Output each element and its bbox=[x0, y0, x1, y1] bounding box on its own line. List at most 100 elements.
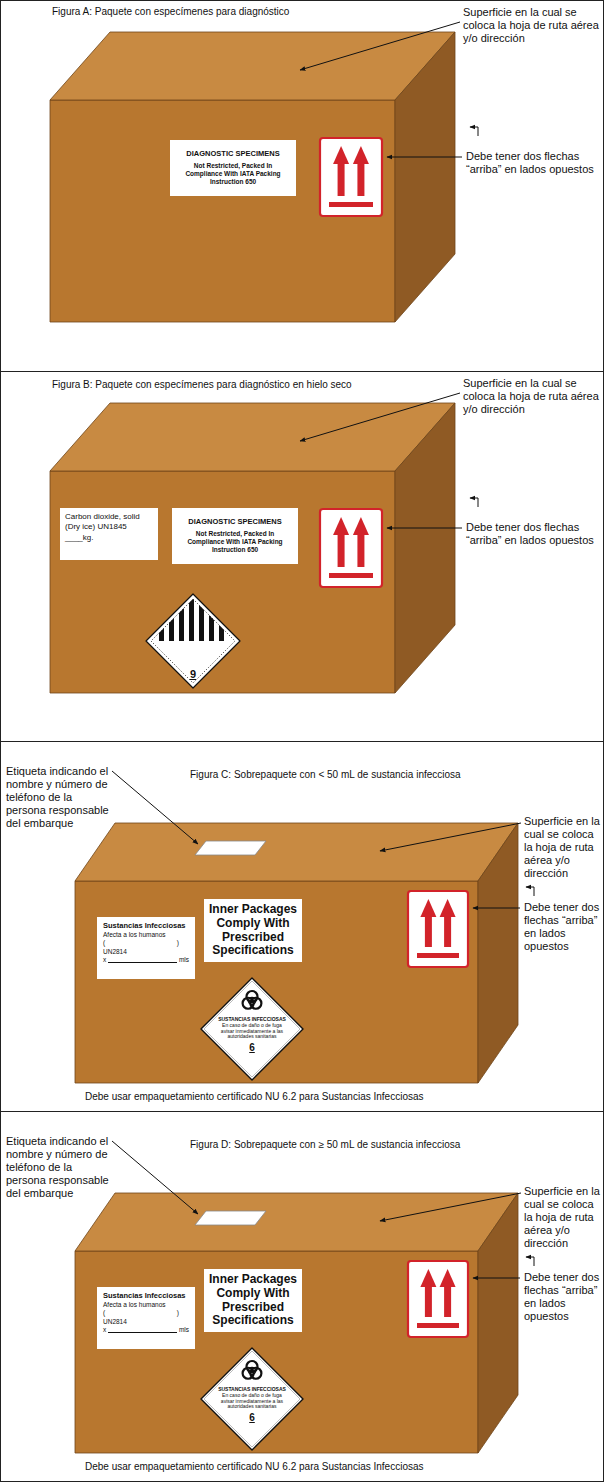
biohazard-center bbox=[249, 1368, 256, 1375]
package-front bbox=[75, 881, 478, 1083]
arrow-head bbox=[353, 146, 369, 164]
label-row: UN2814 bbox=[103, 948, 189, 956]
this-way-up-label bbox=[320, 138, 382, 216]
arrow-shaft bbox=[425, 1285, 432, 1317]
package-front bbox=[50, 100, 395, 322]
package-side bbox=[395, 32, 455, 322]
label-text: x bbox=[103, 956, 106, 964]
leader-line bbox=[473, 908, 520, 909]
label-text: Carbon dioxide, solid (Dry ice) UN1845 _… bbox=[65, 512, 153, 543]
arrow-shaft bbox=[444, 1285, 451, 1317]
label-text: Afecta a los humanos bbox=[103, 1301, 166, 1309]
text-slot: Figura D: Sobrepaquete con ≥ 50 mL de su… bbox=[190, 1139, 510, 1151]
diamond-outline bbox=[201, 1348, 303, 1450]
label-title: DIAGNOSTIC SPECIMENS bbox=[177, 517, 293, 526]
text-slot: Figura A: Paquete con especímenes para d… bbox=[52, 6, 472, 18]
figure-art bbox=[75, 771, 534, 1083]
callout-slot: Etiqueta indicando el nombre y número de… bbox=[6, 1135, 110, 1200]
stripe bbox=[169, 593, 174, 641]
callout-text: Superficie en la cual se coloca la hoja … bbox=[524, 815, 600, 880]
biohazard-ring bbox=[243, 1368, 254, 1379]
callout-slot: Superficie en la cual se coloca la hoja … bbox=[463, 6, 600, 45]
this-way-up-label bbox=[320, 509, 382, 587]
arrow-shaft bbox=[357, 162, 364, 196]
callout-text: Superficie en la cual se coloca la hoja … bbox=[524, 1185, 600, 1250]
biohazard-ring bbox=[243, 998, 254, 1009]
this-way-up-label bbox=[408, 891, 468, 967]
leader-line bbox=[473, 1278, 520, 1279]
label-row: Afecta a los humanos bbox=[103, 931, 189, 939]
label-row: () bbox=[103, 1309, 189, 1317]
callout-slot: Superficie en la cual se coloca la hoja … bbox=[463, 377, 600, 416]
figure-panel: Figura B: Paquete con especímenes para d… bbox=[0, 371, 604, 742]
leader-line bbox=[112, 1141, 198, 1214]
fill-in-line bbox=[108, 1331, 177, 1333]
figure-art bbox=[50, 22, 478, 322]
figure-title: Figura B: Paquete con especímenes para d… bbox=[52, 379, 512, 391]
diamond-inner-line bbox=[204, 1351, 300, 1447]
leader-line bbox=[112, 771, 198, 844]
arrow-base-bar bbox=[329, 573, 373, 578]
callout-text: Debe tener dos flechas “arriba” en lados… bbox=[466, 521, 598, 547]
label-title: DIAGNOSTIC SPECIMENS bbox=[175, 149, 291, 158]
arrow-shaft bbox=[338, 533, 345, 567]
figure-panel: Figura C: Sobrepaquete con < 50 mL de su… bbox=[0, 741, 604, 1112]
label-row: xmls bbox=[103, 1326, 189, 1334]
figure-art bbox=[75, 1141, 534, 1453]
label-text: Afecta a los humanos bbox=[103, 931, 166, 939]
label-text: Inner Packages Comply With Prescribed Sp… bbox=[208, 903, 298, 958]
biohazard-symbol bbox=[243, 991, 262, 1009]
arrow-shaft bbox=[338, 162, 345, 196]
arrow-head bbox=[420, 1269, 436, 1287]
arrow-base-bar bbox=[417, 1323, 459, 1328]
class-number: 6 bbox=[249, 1042, 255, 1054]
label-frame bbox=[320, 509, 382, 587]
label-text: Not Restricted, Packed In Compliance Wit… bbox=[177, 530, 293, 554]
arrow-head bbox=[333, 517, 349, 535]
stripe bbox=[189, 593, 194, 641]
diamond-outline bbox=[146, 594, 240, 688]
callout-text: Superficie en la cual se coloca la hoja … bbox=[463, 377, 600, 416]
arrow-head bbox=[440, 899, 456, 917]
diamond-outline bbox=[201, 978, 303, 1080]
stripe bbox=[209, 593, 214, 641]
fill-in-line bbox=[108, 961, 177, 963]
stripe bbox=[199, 593, 204, 641]
package-side bbox=[478, 823, 518, 1083]
class-number: 9 bbox=[190, 668, 196, 680]
stripe bbox=[179, 593, 184, 641]
class9-diamond: 9 bbox=[145, 593, 241, 689]
hazard-stripes bbox=[159, 593, 224, 641]
label-row: xmls bbox=[103, 956, 189, 964]
infectious-label: Sustancias InfecciosasAfecta a los human… bbox=[97, 1287, 195, 1349]
callout-slot: Debe tener dos flechas “arriba” en lados… bbox=[466, 521, 598, 547]
label-row: Sustancias Infecciosas bbox=[103, 921, 189, 931]
arrow-base-bar bbox=[329, 202, 373, 207]
pointer-hook bbox=[526, 1257, 534, 1266]
arrow-shaft bbox=[425, 915, 432, 947]
figure-title: Figura D: Sobrepaquete con ≥ 50 mL de su… bbox=[190, 1139, 510, 1151]
label-text: UN2814 bbox=[103, 1318, 127, 1326]
label-text: Inner Packages Comply With Prescribed Sp… bbox=[208, 1273, 298, 1328]
diagnostic-label: DIAGNOSTIC SPECIMENS Not Restricted, Pack… bbox=[170, 140, 296, 196]
hazard-title: SUSTANCIAS INFECCIOSAS bbox=[218, 1386, 286, 1392]
label-frame bbox=[408, 1261, 468, 1337]
leader-line bbox=[387, 528, 462, 529]
label-row: Sustancias Infecciosas bbox=[103, 1291, 189, 1301]
text-slot: Figura C: Sobrepaquete con < 50 mL de su… bbox=[190, 769, 510, 781]
leader-line bbox=[380, 1193, 521, 1221]
hazard-title: SUSTANCIAS INFECCIOSAS bbox=[218, 1016, 286, 1022]
hazard-text: En caso de daño o de fuga avisar inmedia… bbox=[220, 1393, 284, 1410]
leader-line bbox=[387, 157, 462, 158]
footer-note: Debe usar empaquetamiento certificado NU… bbox=[85, 1461, 565, 1473]
callout-text: Debe tener dos flechas “arriba” en lados… bbox=[524, 1271, 600, 1323]
dry-ice-label: Carbon dioxide, solid (Dry ice) UN1845 _… bbox=[60, 508, 158, 560]
arrow-base-bar bbox=[417, 953, 459, 958]
label-text: Not Restricted, Packed In Compliance Wit… bbox=[175, 162, 291, 186]
figure-title: Figura C: Sobrepaquete con < 50 mL de su… bbox=[190, 769, 510, 781]
arrow-head bbox=[333, 146, 349, 164]
text-slot: Figura B: Paquete con especímenes para d… bbox=[52, 379, 512, 391]
pointer-hook bbox=[526, 887, 534, 896]
callout-text: Etiqueta indicando el nombre y número de… bbox=[6, 1135, 110, 1200]
